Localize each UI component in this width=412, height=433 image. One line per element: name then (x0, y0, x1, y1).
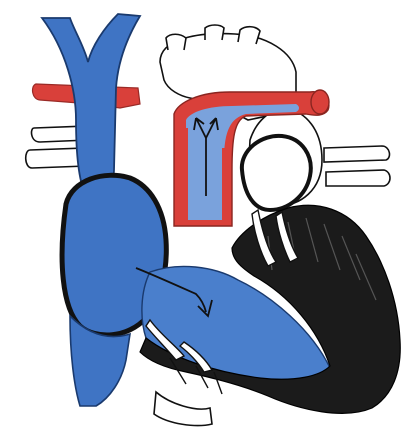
aorta-branch-middle (205, 25, 224, 40)
aorta-branch-right (238, 27, 260, 44)
aorta-branch-left (166, 34, 186, 50)
pulmonary-artery-opening (311, 90, 329, 114)
